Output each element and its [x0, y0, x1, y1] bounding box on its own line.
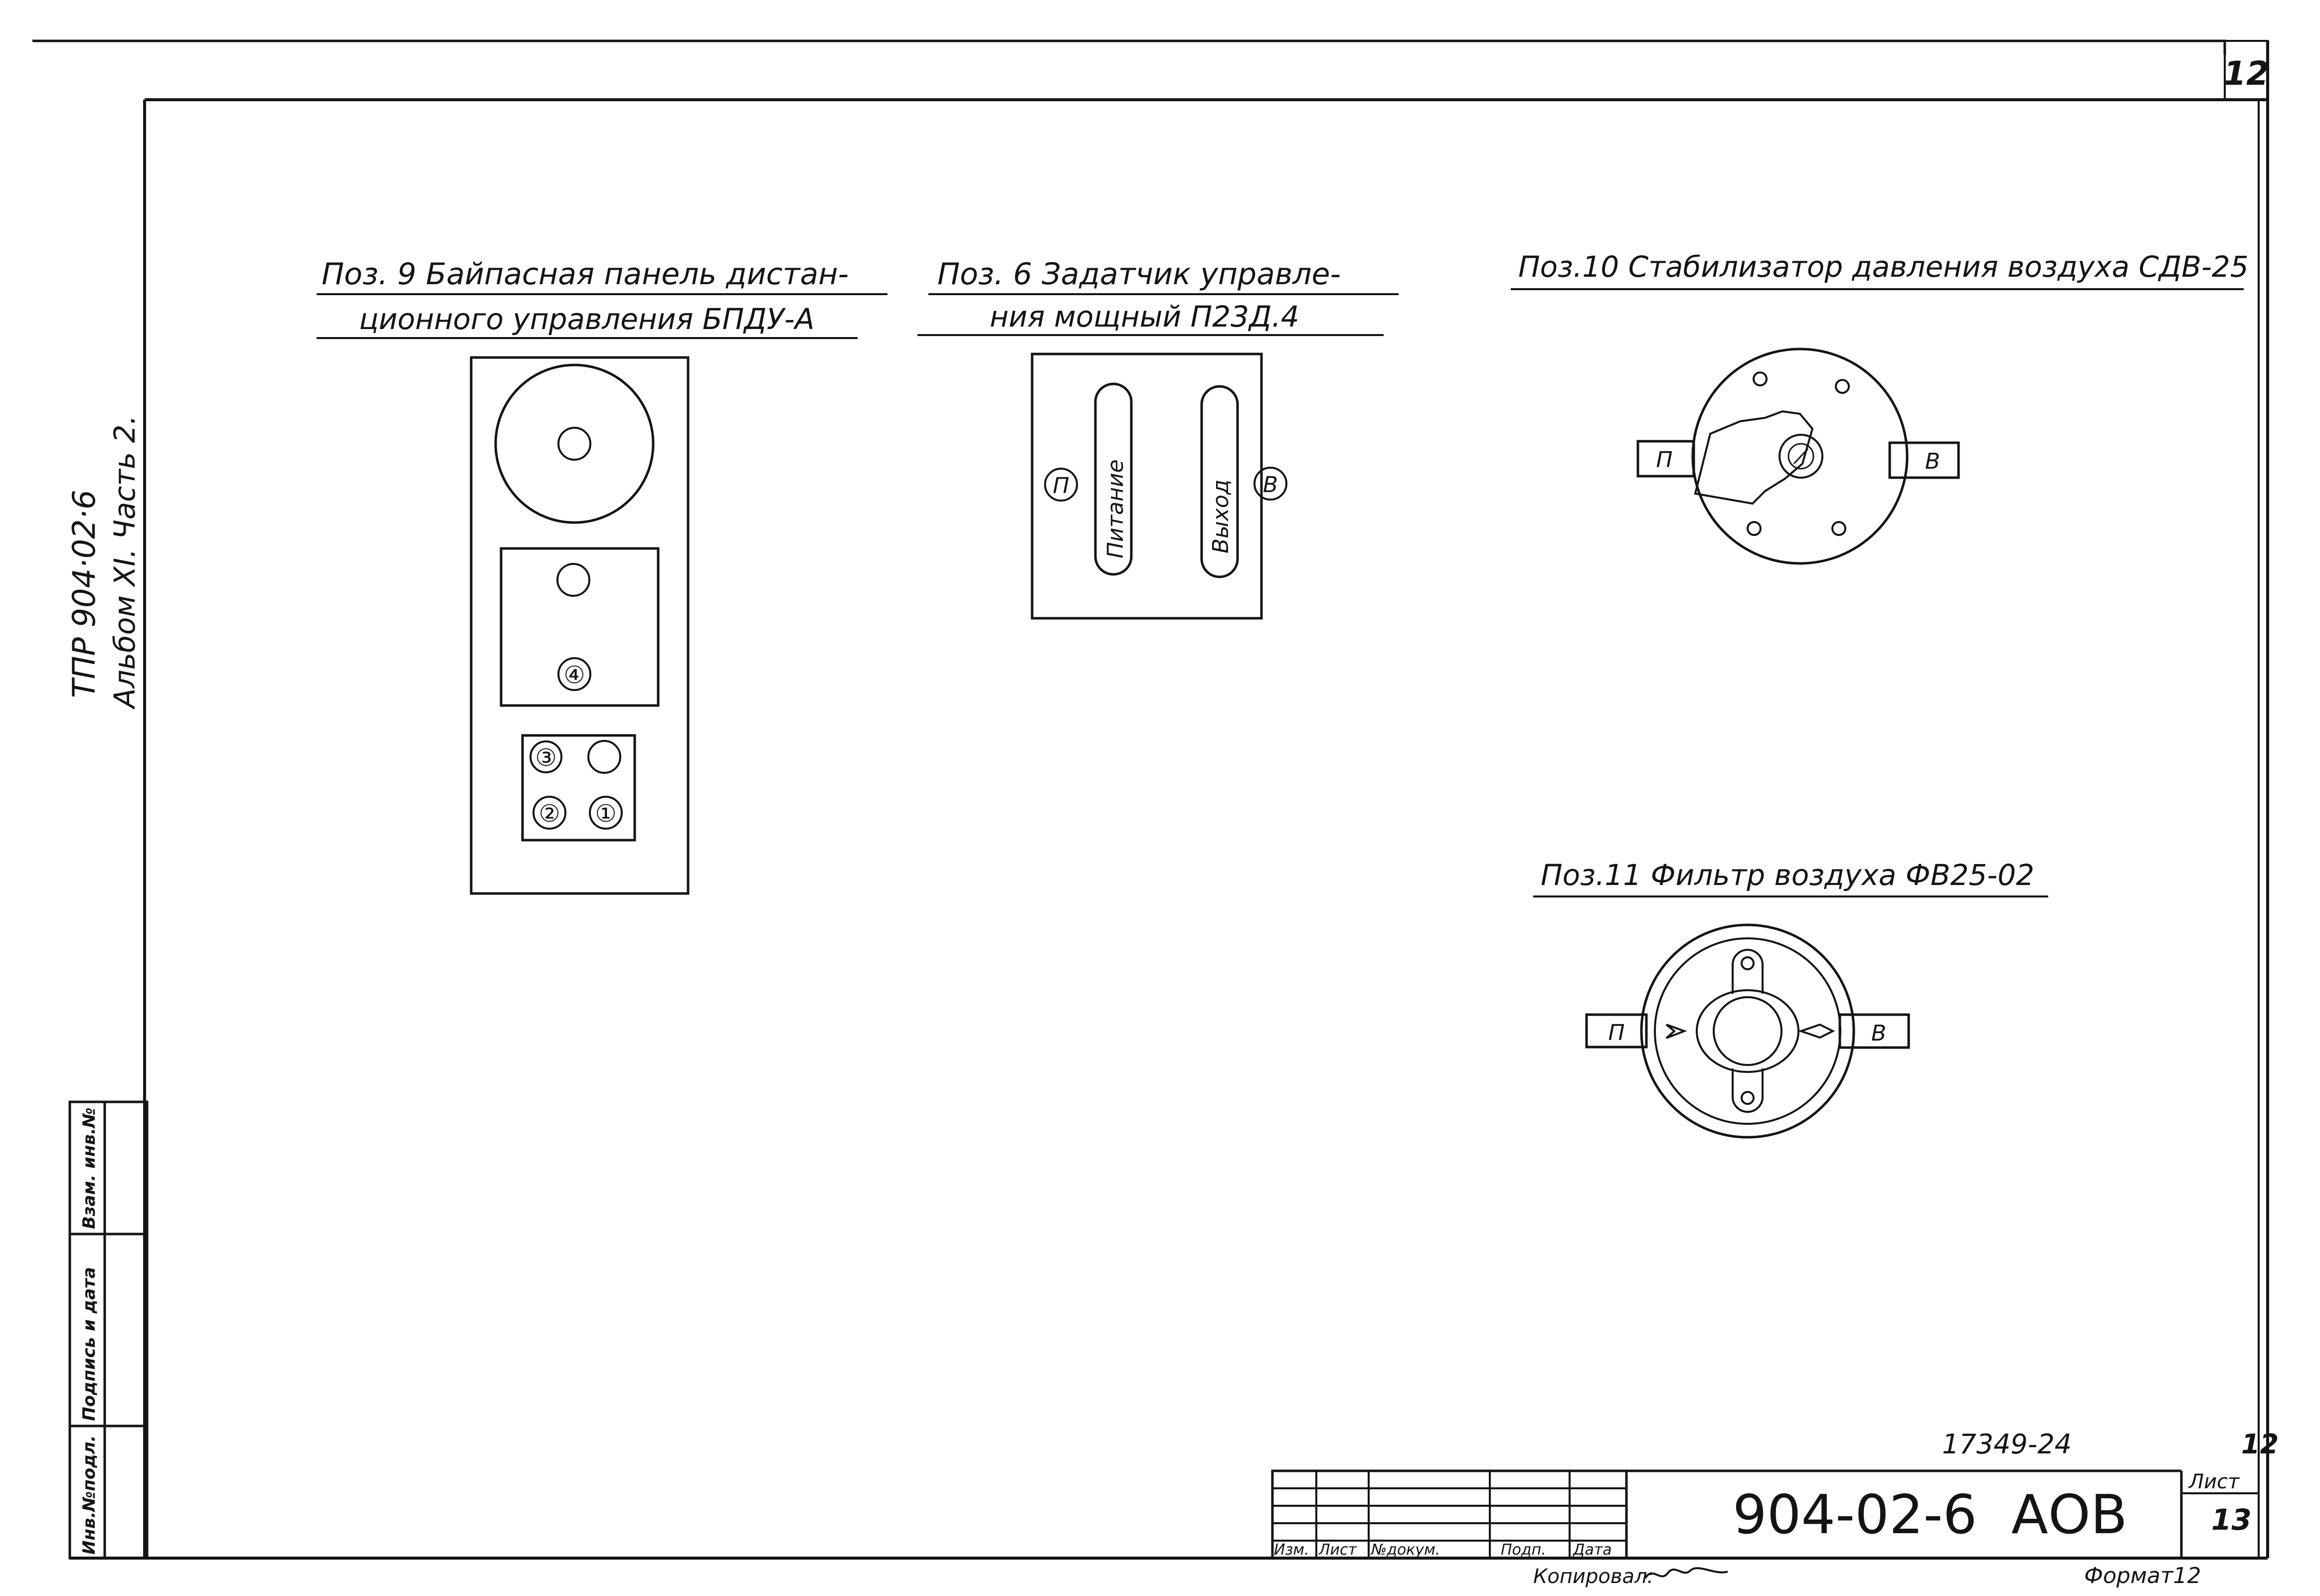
pos11-tab-output: В: [1871, 1021, 1886, 1046]
pos6-marker-output: В: [1263, 472, 1278, 498]
pos10-group: Поз.10 Стабилизатор давления воздуха СДВ…: [1511, 250, 2249, 565]
sheet-frame: [32, 39, 2269, 1560]
pos11-tab-input: П: [1608, 1020, 1624, 1046]
pos10-tab-input: П: [1656, 447, 1672, 473]
sheet-label: Лист: [2188, 1470, 2240, 1493]
col-label-signature: Подп.: [1501, 1541, 1546, 1559]
side-album-text: Альбом XI. Часть 2.: [108, 415, 142, 710]
pos9-marker-3: ③: [535, 744, 556, 772]
stamp-cell-inv-number: Инв.№подл.: [79, 1435, 99, 1555]
sheet-number: 13: [2211, 1503, 2252, 1537]
pos9-marker-1: ①: [595, 800, 616, 828]
col-label-document: №докум.: [1370, 1541, 1440, 1559]
pos10-title: Поз.10 Стабилизатор давления воздуха СДВ…: [1518, 250, 2249, 284]
copied-by-label: Копировал:: [1533, 1565, 1654, 1588]
title-block: [1271, 1469, 2259, 1560]
stamp-cell-replacement-inv: Взам. инв.№: [79, 1107, 99, 1229]
corner-sheet-number: 12: [2223, 54, 2269, 93]
pos6-slot-label-power: Питание: [1103, 459, 1128, 558]
archive-number: 17349-24: [1942, 1428, 2072, 1460]
pos6-slot-label-output: Выход: [1208, 480, 1234, 553]
side-album-part: Альбом XI. Часть 2.: [108, 415, 142, 710]
pos9-marker-4: ④: [563, 661, 585, 689]
pos9-marker-2: ②: [538, 800, 560, 828]
pos11-title: Поз.11 Фильтр воздуха ФВ25-02: [1541, 858, 2034, 892]
pos6-marker-input: П: [1053, 473, 1069, 499]
pos10-tab-output: В: [1925, 449, 1940, 474]
stabilizer-drawing: [1636, 348, 1960, 565]
side-stamp: [68, 1100, 149, 1560]
stamp-cell-signature-date: Подпись и дата: [79, 1267, 99, 1421]
setpoint-panel-drawing: [1031, 353, 1287, 620]
document-designation: 904-02-6 АОВ: [1733, 1484, 2128, 1546]
pos11-group: Поз.11 Фильтр воздуха ФВ25-02 П В: [1533, 858, 2048, 1139]
sheet-right-top-number: 12: [2241, 1428, 2279, 1460]
copied-by-signature: [1644, 1567, 1728, 1579]
pos9-title-line2: ционного управления БПДУ-А: [359, 302, 815, 336]
pos6-title-line1: Поз. 6 Задатчик управле-: [937, 257, 1341, 292]
pos9-group: Поз. 9 Байпасная панель дистан- ционного…: [317, 257, 888, 895]
pos9-title-line1: Поз. 9 Байпасная панель дистан-: [322, 257, 849, 292]
pos6-group: Поз. 6 Задатчик управле- ния мощный П23Д…: [917, 257, 1399, 620]
col-label-sheet: Лист: [1318, 1541, 1358, 1559]
col-label-change: Изм.: [1274, 1541, 1309, 1559]
side-project-text: ТПР 904·02·6: [66, 490, 102, 698]
side-project-code: ТПР 904·02·6: [66, 490, 102, 698]
pos6-title-line2: ния мощный П23Д.4: [990, 300, 1299, 334]
bypass-panel-drawing: [470, 356, 690, 895]
format-label: Формат12: [2084, 1563, 2201, 1589]
col-label-date: Дата: [1572, 1541, 1612, 1559]
air-filter-drawing: [1585, 923, 1910, 1139]
